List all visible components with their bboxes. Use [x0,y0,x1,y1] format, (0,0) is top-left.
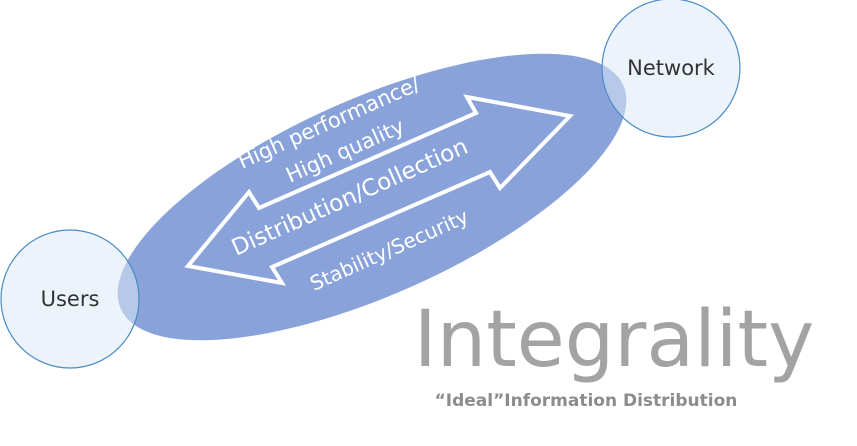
subtitle: “Ideal”Information Distribution [435,391,738,411]
network-label: Network [627,56,716,80]
users-circle [0,229,140,369]
network-node: Network [601,0,741,138]
users-label: Users [41,287,100,311]
connection-ellipse [117,53,627,341]
users-node: Users [0,229,140,369]
double-arrow-icon [184,94,575,286]
network-circle [601,0,741,138]
title: Integrality [414,295,814,385]
